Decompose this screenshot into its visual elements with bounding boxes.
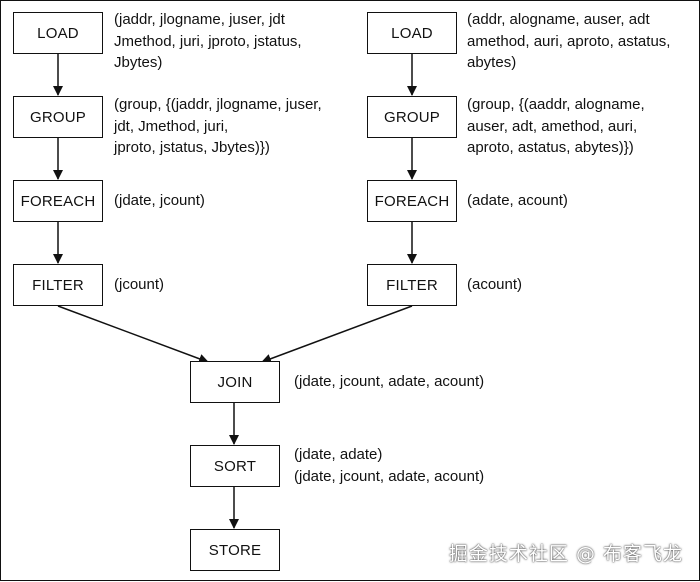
note-line: (adate, acount) — [467, 192, 568, 209]
note-line: aproto, astatus, abytes)}) — [467, 139, 634, 156]
note-line: abytes) — [467, 54, 517, 71]
note-line: (acount) — [467, 276, 523, 293]
note-filter-right: (acount) — [467, 274, 522, 296]
node-load-left: LOAD — [13, 12, 103, 54]
edge-filter-right-join — [261, 305, 413, 364]
note-line: (jdate, jcount) — [114, 192, 205, 209]
note-foreach-right: (adate, acount) — [467, 190, 568, 212]
note-line: amethod, auri, aproto, astatus, — [467, 32, 671, 50]
note-line: (jaddr, jlogname, juser, jdt — [114, 11, 285, 28]
node-foreach-right: FOREACH — [367, 180, 457, 222]
note-sort: (jdate, adate) (jdate, jcount, adate, aco… — [294, 444, 484, 487]
note-join: (jdate, jcount, adate, acount) — [294, 371, 484, 393]
note-load-right: (addr, alogname, auser, adt amethod, auri… — [467, 9, 670, 74]
watermark-text: 掘金技术社区 @ 布客飞龙 — [448, 543, 683, 565]
node-filter-right: FILTER — [367, 264, 457, 306]
note-group-left: (group, {(jaddr, jlogname, juser, jdt, Jm… — [114, 94, 322, 159]
node-load-right: LOAD — [367, 12, 457, 54]
node-join: JOIN — [190, 361, 280, 403]
node-group-left: GROUP — [13, 96, 103, 138]
edge-filter-left-join — [57, 305, 209, 364]
note-line: Jmethod, juri, jproto, jstatus, — [114, 32, 302, 50]
note-line: (jcount) — [114, 276, 165, 293]
note-foreach-left: (jdate, jcount) — [114, 190, 205, 212]
note-group-right: (group, {(aaddr, alogname, auser, adt, am… — [467, 94, 645, 159]
node-store: STORE — [190, 529, 280, 571]
note-line: (addr, alogname, auser, adt — [467, 11, 650, 28]
note-line: (group, {(jaddr, jlogname, juser, — [114, 96, 322, 113]
node-group-right: GROUP — [367, 96, 457, 138]
note-line: (jdate, jcount, adate, acount) — [294, 467, 485, 485]
node-filter-left: FILTER — [13, 264, 103, 306]
note-filter-left: (jcount) — [114, 274, 164, 296]
note-line: (jdate, jcount, adate, acount) — [294, 373, 485, 390]
note-line: jdt, Jmethod, juri, — [114, 117, 229, 135]
note-line: (jdate, adate) — [294, 446, 383, 463]
note-line: jproto, jstatus, Jbytes)}) — [114, 139, 270, 156]
note-line: Jbytes) — [114, 54, 163, 71]
node-sort: SORT — [190, 445, 280, 487]
node-foreach-left: FOREACH — [13, 180, 103, 222]
note-line: (group, {(aaddr, alogname, — [467, 96, 645, 113]
note-line: auser, adt, amethod, auri, — [467, 117, 638, 135]
